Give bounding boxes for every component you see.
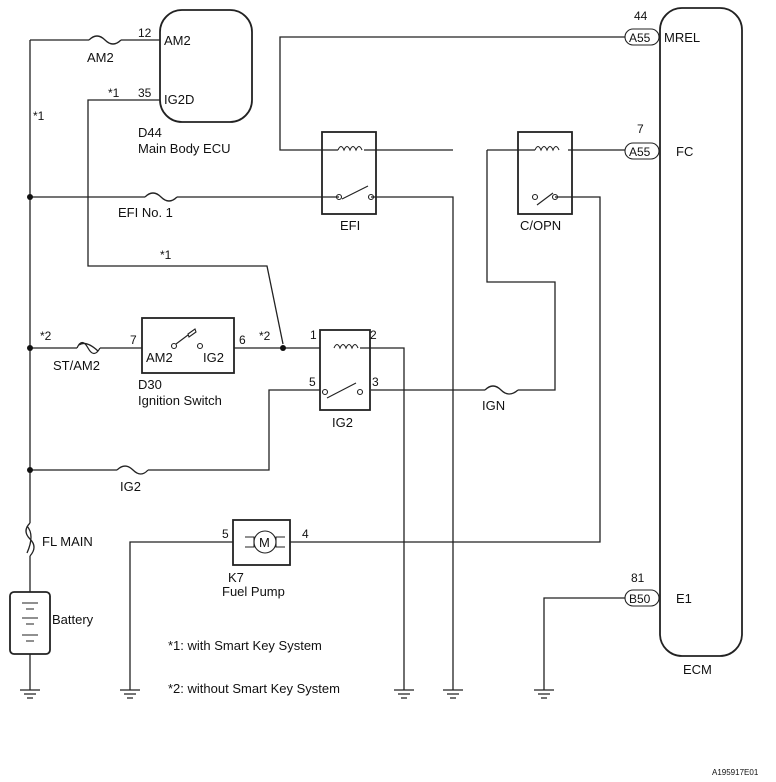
fuel-pump-motor-symbol: M [259, 535, 270, 550]
relay-ig2-pin3: 3 [372, 375, 379, 389]
junction-dot [27, 345, 33, 351]
relay-ig2-contact [326, 382, 357, 399]
ecm-fc-signal: FC [676, 144, 693, 159]
fuel-pump-box [232, 519, 291, 566]
ignition-switch-code: D30 [138, 377, 162, 392]
relay-efi-box [321, 131, 377, 215]
ecu-pin-ig2d: 35 [138, 86, 152, 100]
ignition-switch-contact [175, 334, 189, 345]
fuel-pump-pin-right: 4 [302, 527, 309, 541]
relay-efi-contact [341, 185, 369, 200]
ecu-pin-am2: 12 [138, 26, 152, 40]
ignition-switch-pin-in: 7 [130, 333, 137, 347]
relay-ig2-pin1: 1 [310, 328, 317, 342]
ignition-switch-ig2: IG2 [203, 350, 224, 365]
ignition-switch-am2: AM2 [146, 350, 173, 365]
fuel-pump-pin-left: 5 [222, 527, 229, 541]
relay-efi-label: EFI [340, 218, 360, 233]
relay-copn-contact [536, 192, 554, 206]
ground-symbol [120, 689, 140, 699]
note-smart-key: *1: with Smart Key System [168, 638, 322, 653]
junction-dot [280, 345, 286, 351]
ecm-e1-pin: 81 [631, 571, 645, 585]
fuse-fl-main-label: FL MAIN [42, 534, 93, 549]
marker-star2-left: *2 [40, 329, 52, 343]
junction-dot [27, 467, 33, 473]
relay-efi-coil [337, 145, 363, 152]
ecm-mrel-signal: MREL [664, 30, 700, 45]
ecm-e1-connector-label: B50 [629, 592, 651, 606]
battery-cells [22, 602, 38, 642]
battery-label: Battery [52, 612, 94, 627]
fuse-st-am2-label: ST/AM2 [53, 358, 100, 373]
ecm-mrel-connector-label: A55 [629, 31, 651, 45]
ecm-e1-signal: E1 [676, 591, 692, 606]
marker-star1-ecu: *1 [108, 86, 120, 100]
relay-copn-box [517, 131, 573, 215]
relay-ig2-coil [333, 343, 359, 350]
battery-box [9, 591, 51, 655]
ecm-mrel-pin: 44 [634, 9, 648, 23]
marker-star2-mid: *2 [259, 329, 271, 343]
ignition-switch-pin-out: 6 [239, 333, 246, 347]
figure-id: A195917E01 [712, 768, 759, 777]
ground-symbol [394, 689, 414, 699]
relay-ig2-box [319, 329, 371, 411]
relay-copn-label: C/OPN [520, 218, 561, 233]
ground-symbol [443, 689, 463, 699]
fuse-ign-label: IGN [482, 398, 505, 413]
main-body-ecu-box [159, 9, 253, 123]
fuel-pump-name: Fuel Pump [222, 584, 285, 599]
ecu-code: D44 [138, 125, 162, 140]
relay-ig2-pin5: 5 [309, 375, 316, 389]
fuse-ig2 [116, 465, 149, 475]
ground-symbol [534, 689, 554, 699]
relay-ig2-label: IG2 [332, 415, 353, 430]
ignition-switch-box [141, 317, 235, 374]
relay-ig2-pin2: 2 [370, 328, 377, 342]
ecm-fc-pin: 7 [637, 122, 644, 136]
ignition-switch-key [187, 328, 197, 338]
ecm-box [659, 7, 743, 657]
fuse-st-am2 [76, 341, 101, 355]
relay-copn-coil [534, 145, 560, 152]
ecm-fc-connector [624, 142, 660, 160]
ecu-name: Main Body ECU [138, 141, 230, 156]
fuel-pump-code: K7 [228, 570, 244, 585]
junction-dot [27, 194, 33, 200]
ecm-fc-connector-label: A55 [629, 145, 651, 159]
fuse-ig2-label: IG2 [120, 479, 141, 494]
ecu-label-ig2d: IG2D [164, 92, 194, 107]
ground-symbol [20, 689, 40, 699]
marker-star1-left: *1 [33, 109, 45, 123]
wiring [29, 36, 625, 690]
fuse-am2 [88, 35, 122, 45]
note-without-smart-key: *2: without Smart Key System [168, 681, 340, 696]
fuse-am2-label: AM2 [87, 50, 114, 65]
ignition-switch-name: Ignition Switch [138, 393, 222, 408]
fuse-fl-main [25, 522, 35, 557]
ecu-label-am2: AM2 [164, 33, 191, 48]
fuse-ign [484, 385, 519, 395]
ecm-label: ECM [683, 662, 712, 677]
marker-star1-mid: *1 [160, 248, 172, 262]
fuse-efi-label: EFI No. 1 [118, 205, 173, 220]
fuse-efi-no1 [144, 192, 178, 202]
